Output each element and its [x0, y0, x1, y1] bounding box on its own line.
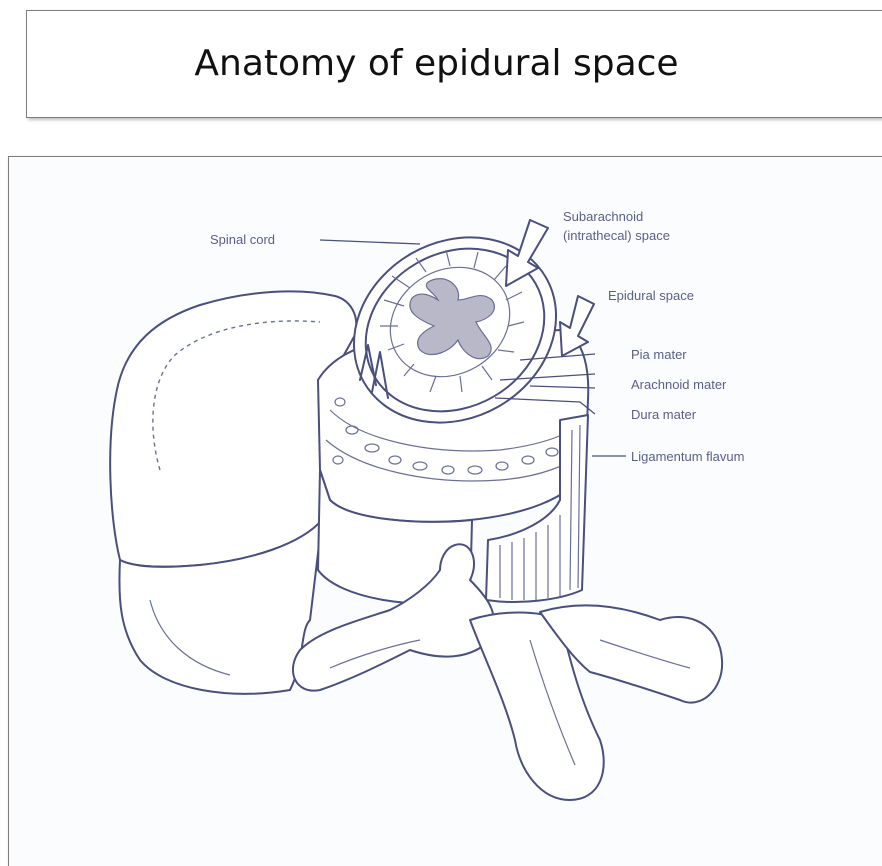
epidural-arrow: [560, 296, 594, 356]
label-arachnoid-mater: Arachnoid mater: [631, 377, 727, 392]
label-dura-mater: Dura mater: [631, 407, 697, 422]
label-epidural-space: Epidural space: [608, 288, 694, 303]
label-subarachnoid-1: Subarachnoid: [563, 209, 643, 224]
label-pia-mater: Pia mater: [631, 347, 687, 362]
label-subarachnoid-2: (intrathecal) space: [563, 228, 670, 243]
label-spinal-cord: Spinal cord: [210, 232, 275, 247]
label-ligamentum-flavum: Ligamentum flavum: [631, 449, 744, 464]
